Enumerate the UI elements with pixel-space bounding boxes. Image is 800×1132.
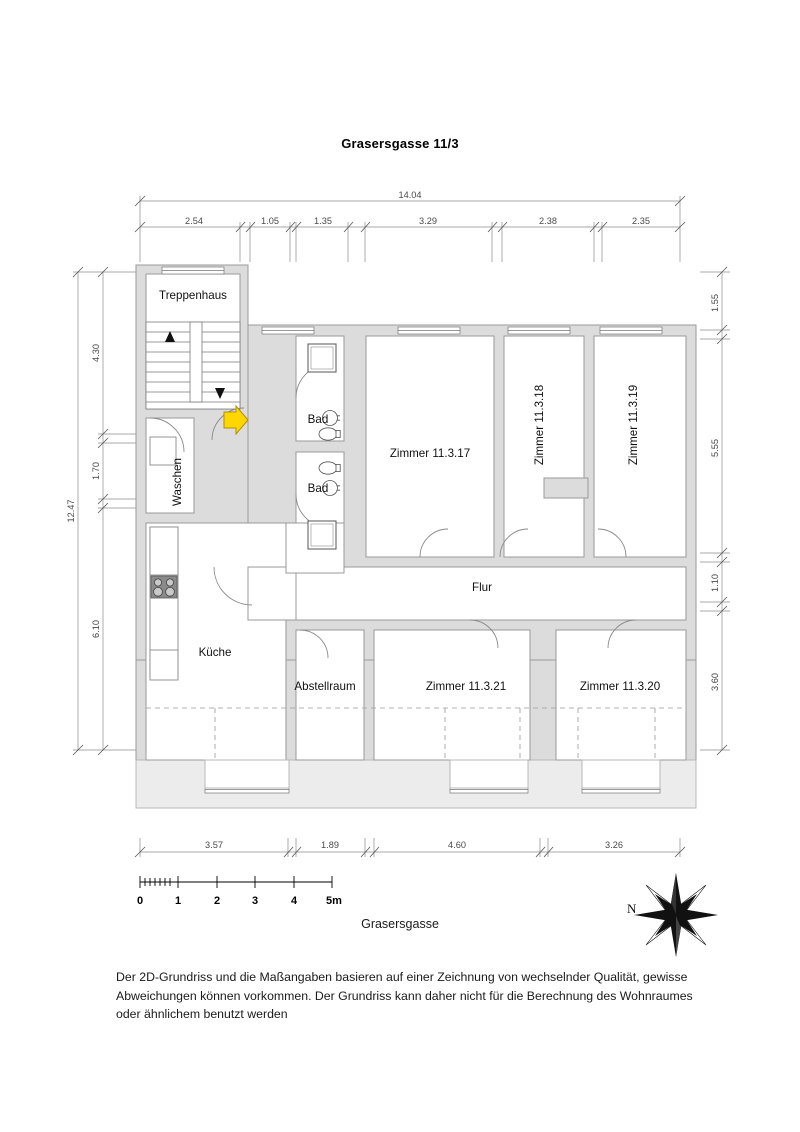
scale-tick-5: 5m — [326, 895, 342, 907]
dim-left-1: 4.30 — [91, 344, 101, 362]
window-11319 — [599, 326, 663, 335]
scale-tick-4: 4 — [291, 895, 298, 907]
dim-top-2: 1.05 — [261, 216, 279, 226]
scale-tick-2: 2 — [214, 895, 220, 907]
entrance-arrow-icon — [223, 404, 249, 436]
dimension-chain-bottom — [134, 838, 686, 858]
room-label-11320: Zimmer 11.3.20 — [580, 680, 660, 693]
dim-left-3: 6.10 — [91, 620, 101, 638]
window-flur-top — [261, 326, 315, 335]
stairs-up-arrow-icon — [165, 331, 175, 342]
window-11318 — [507, 326, 571, 335]
dimension-labels-bottom: 3.57 1.89 4.60 3.26 — [205, 840, 623, 850]
dim-left-2: 1.70 — [91, 462, 101, 480]
dim-bottom-3: 4.60 — [448, 840, 466, 850]
window-11317 — [397, 326, 461, 335]
shower-icon — [307, 520, 337, 550]
scale-tick-3: 3 — [252, 895, 258, 907]
wall-niche-11318 — [543, 477, 589, 499]
room-label-waschen: Waschen — [171, 458, 184, 506]
room-label-11321: Zimmer 11.3.21 — [426, 680, 506, 693]
dimension-labels-right: 1.55 5.55 1.10 3.60 — [710, 294, 720, 691]
dim-right-3: 1.10 — [710, 574, 720, 592]
room-flur-area — [247, 566, 687, 621]
disclaimer-text: Der 2D-Grundriss und die Maßangaben basi… — [116, 970, 693, 1021]
room-label-kueche: Küche — [199, 646, 232, 659]
room-11321-area — [373, 629, 531, 761]
room-labels: Treppenhaus Waschen Bad Bad Zimmer 11.3.… — [159, 289, 660, 693]
room-11319-area — [593, 335, 687, 558]
dim-top-5: 2.38 — [539, 216, 557, 226]
dim-right-2: 5.55 — [710, 439, 720, 457]
room-waschen-area — [145, 417, 195, 514]
stove-icon — [150, 575, 178, 599]
stairs-down-arrow-icon — [215, 388, 225, 399]
room-abstellraum-area — [295, 629, 365, 761]
dimension-chain-top — [134, 195, 686, 262]
dimension-chain-right — [700, 266, 730, 756]
room-label-treppenhaus: Treppenhaus — [159, 289, 227, 302]
room-11320-area — [555, 629, 687, 761]
room-label-11318: Zimmer 11.3.18 — [533, 385, 546, 465]
dim-left-total: 12.47 — [66, 500, 76, 523]
dim-top-6: 2.35 — [632, 216, 650, 226]
room-label-flur: Flur — [472, 581, 492, 594]
dim-bottom-2: 1.89 — [321, 840, 339, 850]
compass-north-label: N — [627, 901, 637, 916]
dim-bottom-1: 3.57 — [205, 840, 223, 850]
room-label-11317: Zimmer 11.3.17 — [390, 447, 470, 460]
dimension-labels-top: 14.04 2.54 1.05 1.35 3.29 2.38 2.35 — [185, 190, 650, 226]
page-title: Grasersgasse 11/3 — [341, 136, 459, 151]
dim-top-total: 14.04 — [399, 190, 422, 200]
terrace-notches — [204, 759, 661, 789]
dim-top-4: 3.29 — [419, 216, 437, 226]
dimension-labels-left: 12.47 4.30 1.70 6.10 — [66, 344, 101, 638]
shower-icon — [307, 343, 337, 373]
kitchen-counter — [149, 436, 179, 681]
compass-rose-icon — [633, 872, 719, 958]
scale-tick-0: 0 — [137, 895, 143, 907]
alcove-dashed-lines — [146, 707, 686, 760]
dim-top-3: 1.35 — [314, 216, 332, 226]
dim-top-1: 2.54 — [185, 216, 203, 226]
room-interiors — [145, 273, 687, 761]
dim-bottom-4: 3.26 — [605, 840, 623, 850]
staircase — [145, 321, 241, 410]
room-label-bad-oben: Bad — [308, 413, 329, 426]
scale-bar-labels: 0 1 2 3 4 5m — [137, 895, 342, 907]
dimension-chain-left — [72, 266, 140, 756]
room-11317-area — [365, 335, 495, 558]
room-11318-area — [503, 335, 585, 558]
scale-bar — [139, 876, 333, 888]
window-treppenhaus — [161, 266, 225, 275]
street-name-label: Grasersgasse — [361, 917, 439, 931]
dim-right-4: 3.60 — [710, 673, 720, 691]
room-label-bad-unten: Bad — [308, 482, 329, 495]
room-label-11319: Zimmer 11.3.19 — [627, 385, 640, 465]
scale-tick-1: 1 — [175, 895, 181, 907]
room-label-abstellraum: Abstellraum — [294, 680, 355, 693]
dim-right-1: 1.55 — [710, 294, 720, 312]
door-swings — [149, 363, 637, 659]
